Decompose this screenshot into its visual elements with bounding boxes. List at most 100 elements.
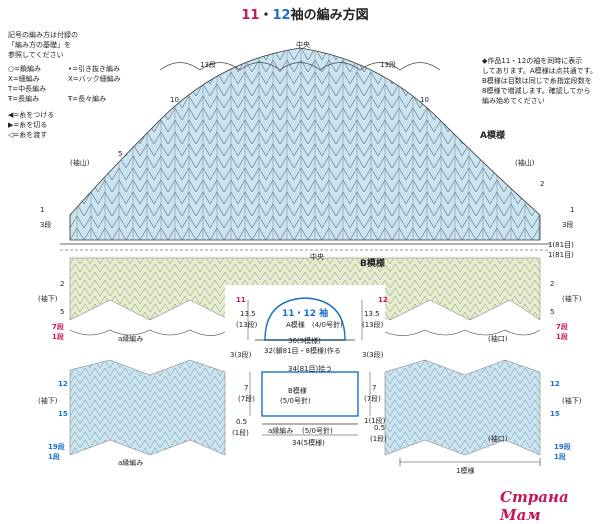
label-c-row15-left: 15 (58, 410, 68, 418)
label-row13-right: 13段 (380, 61, 396, 69)
label-schematic-a: A模様 (286, 321, 305, 329)
legend-heading-3: 参照してください (8, 51, 64, 59)
label-dim-05-left: 0.5 (236, 418, 248, 426)
label-b-row2-right: 2 (550, 280, 555, 288)
label-row10-left: 10 (170, 96, 179, 104)
title-number-11: 11 (241, 8, 260, 23)
page-title: 11・12袖の編み方図 (0, 4, 610, 23)
legend-thread-cut: ▶=糸を切る (8, 121, 48, 129)
label-dim-7-right: 7 (372, 384, 377, 392)
legend-symbol: Ŧ=長編み (8, 95, 40, 103)
label-dim-135-left: 13.5 (240, 310, 256, 318)
note-line: B模様は目数は同じで糸指定段数を (482, 77, 592, 85)
label-b-row5-right: 5 (550, 308, 555, 316)
legend-symbol: •=引き抜き編み (68, 65, 120, 73)
note-line: ◆作品11・12の袖を同時に表示 (482, 57, 583, 65)
label-dim-7-left: 7 (244, 384, 249, 392)
legend-row: ○=鎖編み •=引き抜き編み (8, 64, 128, 74)
label-b-pattern: B模様 (360, 259, 385, 269)
crochet-diagram (60, 47, 550, 466)
instruction-note: ◆作品11・12の袖を同時に表示 してあります。A模様は点共通です。 B模様は目… (482, 56, 602, 106)
title-text: 袖の編み方図 (290, 8, 369, 23)
legend-symbol: T=中長編み (8, 85, 47, 93)
label-sleeve-cap-right: (袖山) (515, 159, 535, 167)
label-dim-3-left: 3(3段) (230, 351, 252, 359)
label-row10-right: 10 (420, 96, 429, 104)
legend-symbol: Ŧ=長々編み (68, 95, 107, 103)
label-sleeve-cap-left: (袖山) (70, 159, 90, 167)
legend-thread-attach: ◀=糸をつける (8, 111, 55, 119)
label-c-row1-right: 1段 (554, 453, 566, 461)
note-line: してあります。A模様は点共通です。 (482, 67, 597, 75)
label-b-row7-left: 7段 (52, 323, 64, 331)
label-schematic-b: B模様 (288, 387, 307, 395)
label-center-mid: 中央 (310, 253, 324, 261)
legend-row: Ŧ=長編み Ŧ=長々編み (8, 94, 128, 104)
label-b-row7-right: 7段 (556, 323, 568, 331)
label-b-row1-left: 1段 (52, 333, 64, 341)
label-dim-34: 34(5模様) (292, 439, 325, 447)
label-row5-left: 5 (118, 150, 123, 158)
label-c-row19-left: 19段 (48, 443, 65, 451)
label-sleeve-mouth-right-2: (袖口) (488, 435, 508, 443)
label-c-row12-left: 12 (58, 380, 68, 388)
label-dim-135-right: 13.5 (364, 310, 380, 318)
label-c-row1-left: 1段 (48, 453, 60, 461)
label-dim-1-right: 1(1段) (364, 417, 386, 425)
label-dim-135b-left: (13段) (236, 321, 258, 329)
title-number-12: 12 (272, 8, 291, 23)
legend-symbol: ○=鎖編み (8, 65, 41, 73)
repeat-bracket (399, 458, 541, 466)
label-row2-right: 2 (540, 180, 545, 188)
label-r1-81: 1(81目) (548, 241, 574, 249)
legend-heading-1: 記号の編み方は付録の (8, 31, 78, 39)
label-row1-right: 1 (570, 206, 575, 214)
label-b-row5-left: 5 (60, 308, 65, 316)
legend-row: T=中長編み (8, 84, 128, 94)
label-dim-7b-right: (7段) (364, 395, 381, 403)
schematic (247, 297, 371, 436)
label-dim-05b-right: (1段) (370, 435, 387, 443)
label-dim-36: 36(9模様) (288, 337, 321, 345)
title-dot: ・ (259, 8, 273, 23)
label-schematic-sleeve: 11・12 袖 (282, 309, 329, 319)
legend-symbol: X=細編み (8, 75, 40, 83)
label-r1-81b: 1(81目) (548, 251, 574, 259)
label-row13-left: 13段 (200, 61, 216, 69)
label-size-12: 12 (378, 296, 388, 304)
label-row1-left: 1 (40, 206, 45, 214)
label-dim-32: 32(鎖81目・8模様)作る (264, 347, 341, 355)
label-c-row12-right: 12 (550, 380, 560, 388)
note-line: 8模様で増減します。確認してから (482, 87, 591, 95)
label-a-edge-1: a縁編み (118, 335, 144, 343)
label-size-11: 11 (236, 296, 246, 304)
label-dim-05-right: 0.5 (374, 424, 386, 432)
pattern-a-region (60, 47, 550, 251)
label-a-edge-2: a縁編み (118, 459, 144, 467)
label-dim-05b-left: (1段) (232, 429, 249, 437)
label-row3-right: 3段 (562, 221, 574, 229)
label-sleeve-under-left-2: (袖下) (38, 397, 58, 405)
label-sleeve-mouth-right-1: (袖口) (488, 335, 508, 343)
label-one-pattern: 1模様 (456, 467, 475, 475)
label-sleeve-under-right-1: (袖下) (562, 295, 582, 303)
legend-thread-carry: ◁=糸を渡す (8, 131, 48, 139)
label-sleeve-under-left-1: (袖下) (38, 295, 58, 303)
label-b-row1-right: 1段 (556, 333, 568, 341)
label-dim-edge-needle: (5/0号針) (302, 427, 333, 435)
label-schematic-b-needle: (5/0号針) (280, 397, 311, 405)
label-c-row15-right: 15 (550, 410, 560, 418)
pattern-c-region (69, 359, 541, 456)
label-dim-edge: a縁編み (268, 427, 294, 435)
pattern-b-region (69, 257, 541, 450)
label-center-top: 中央 (296, 41, 310, 49)
label-dim-135b-right: (13段) (362, 321, 384, 329)
label-dim-3-right: 3(3段) (362, 351, 384, 359)
label-b-row2-left: 2 (60, 280, 65, 288)
label-sleeve-under-right-2: (袖下) (562, 397, 582, 405)
label-dim-34-top: 34(81目)拾う (288, 365, 333, 373)
legend-heading-2: 「編み方の基礎」を (8, 41, 71, 49)
stitch-legend: 記号の編み方は付録の 「編み方の基礎」を 参照してください ○=鎖編み •=引き抜… (8, 30, 128, 140)
label-a-pattern: A模様 (480, 131, 505, 141)
